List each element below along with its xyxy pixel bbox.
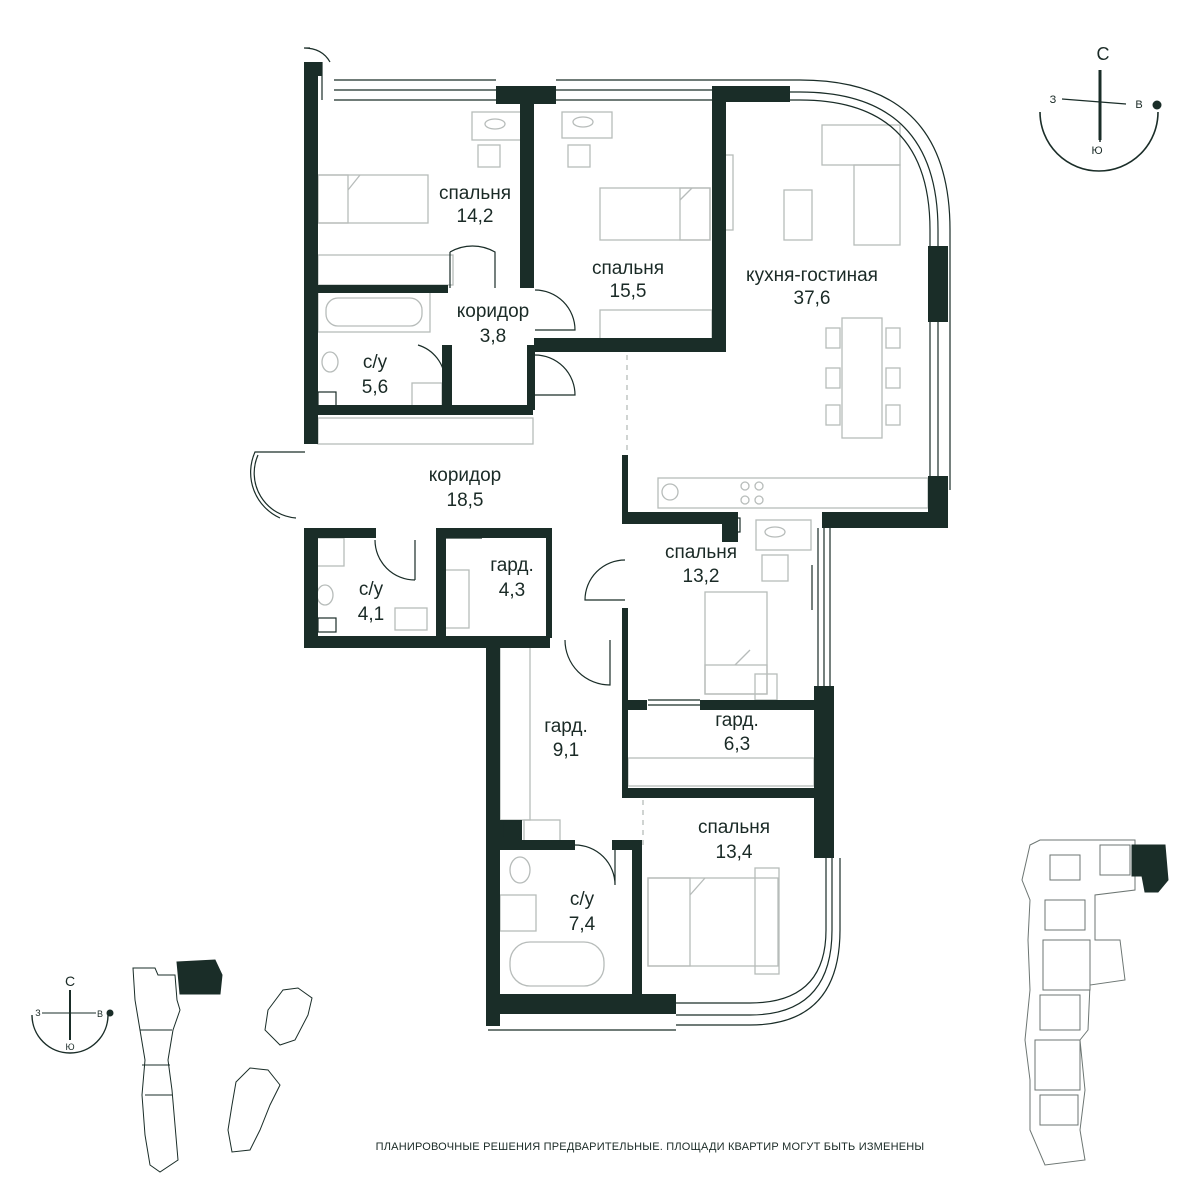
- svg-text:с/у: с/у: [359, 579, 384, 600]
- svg-text:спальня: спальня: [698, 817, 770, 838]
- furniture: [313, 111, 929, 987]
- walls: [304, 62, 948, 1026]
- compass-small-east-label: В: [97, 1009, 103, 1019]
- compass-east-label: В: [1135, 99, 1142, 111]
- svg-text:4,3: 4,3: [499, 580, 525, 601]
- svg-text:с/у: с/у: [570, 889, 595, 910]
- compass-north-label: С: [1097, 44, 1110, 64]
- doors: [250, 245, 813, 886]
- room-label-corridor-3-8: коридор 3,8: [457, 301, 530, 347]
- svg-text:спальня: спальня: [665, 542, 737, 563]
- svg-text:коридор: коридор: [457, 301, 530, 322]
- room-labels: спальня 14,2 спальня 15,5 кухня-гостиная…: [358, 183, 878, 935]
- room-label-bathroom-7-4: с/у 7,4: [569, 889, 596, 935]
- svg-text:коридор: коридор: [429, 465, 502, 486]
- svg-text:9,1: 9,1: [553, 740, 579, 761]
- room-label-bedroom-13-2: спальня 13,2: [665, 542, 737, 587]
- compass-small-south-label: Ю: [65, 1042, 74, 1052]
- svg-text:6,3: 6,3: [724, 734, 750, 755]
- svg-text:3,8: 3,8: [480, 326, 506, 347]
- room-label-bedroom-13-4: спальня 13,4: [698, 817, 770, 863]
- svg-text:5,6: 5,6: [362, 377, 388, 398]
- svg-text:13,2: 13,2: [683, 566, 720, 587]
- room-label-kitchen-living: кухня-гостиная 37,6: [746, 265, 878, 309]
- room-label-bedroom-15-5: спальня 15,5: [592, 258, 664, 302]
- room-label-bedroom-14-2: спальня 14,2: [439, 183, 511, 227]
- svg-text:спальня: спальня: [439, 183, 511, 204]
- room-label-wardrobe-6-3: гард. 6,3: [715, 710, 759, 755]
- compass-main: С З В Ю: [1039, 44, 1162, 172]
- site-plan-map: [132, 959, 313, 1173]
- svg-text:15,5: 15,5: [610, 281, 647, 302]
- svg-text:14,2: 14,2: [457, 206, 494, 227]
- compass-south-label: Ю: [1091, 145, 1102, 157]
- room-label-bathroom-5-6: с/у 5,6: [362, 352, 388, 398]
- windows: [303, 47, 951, 1031]
- svg-text:18,5: 18,5: [447, 490, 484, 511]
- room-label-corridor-18-5: коридор 18,5: [429, 465, 502, 511]
- disclaimer-text: ПЛАНИРОВОЧНЫЕ РЕШЕНИЯ ПРЕДВАРИТЕЛЬНЫЕ. П…: [375, 1141, 925, 1153]
- compass-small-north-label: С: [65, 973, 75, 989]
- room-dividers: [626, 345, 644, 850]
- svg-text:гард.: гард.: [544, 716, 588, 737]
- room-label-bathroom-4-1: с/у 4,1: [358, 579, 384, 625]
- svg-text:4,1: 4,1: [358, 604, 384, 625]
- svg-text:гард.: гард.: [715, 710, 759, 731]
- svg-text:13,4: 13,4: [716, 842, 753, 863]
- svg-text:37,6: 37,6: [794, 288, 831, 309]
- compass-small: С З В Ю: [31, 973, 114, 1054]
- compass-west-label: З: [1050, 94, 1057, 106]
- svg-text:7,4: 7,4: [569, 914, 596, 935]
- room-label-wardrobe-4-3: гард. 4,3: [490, 555, 534, 601]
- svg-text:гард.: гард.: [490, 555, 534, 576]
- svg-text:с/у: с/у: [363, 352, 388, 373]
- svg-text:спальня: спальня: [592, 258, 664, 279]
- building-key-plan: [1021, 839, 1169, 1166]
- svg-text:кухня-гостиная: кухня-гостиная: [746, 265, 878, 286]
- room-label-wardrobe-9-1: гард. 9,1: [544, 716, 588, 761]
- compass-small-west-label: З: [35, 1008, 40, 1018]
